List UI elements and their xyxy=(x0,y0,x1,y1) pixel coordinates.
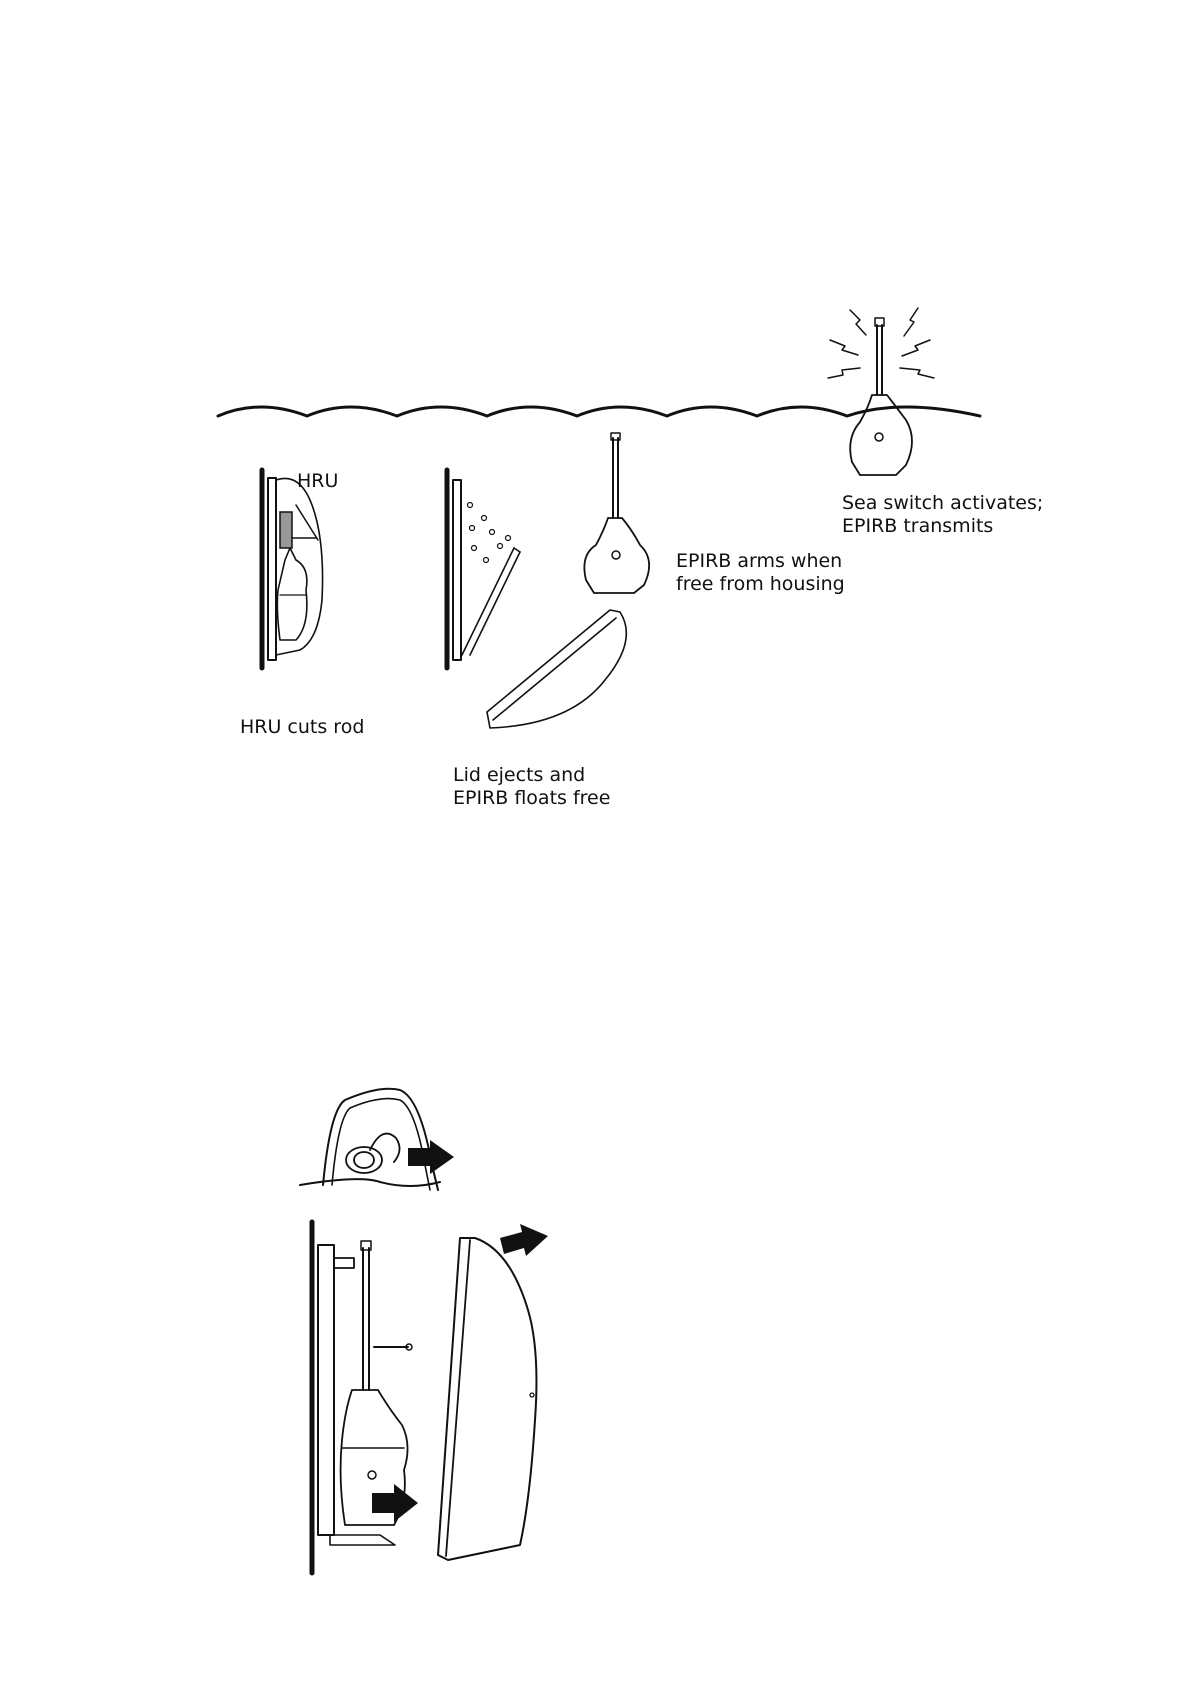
stage-mounted-housing xyxy=(262,470,323,668)
hru-pointer xyxy=(296,505,318,540)
lid-arrow-icon xyxy=(500,1224,548,1256)
side-epirb-body xyxy=(341,1390,408,1525)
caption-sea-switch-line1: Sea switch activates; xyxy=(842,492,1043,515)
stage-epirb-transmits xyxy=(828,308,934,475)
pull-arrow-icon xyxy=(408,1140,454,1174)
label-hru: HRU xyxy=(297,470,338,493)
housing-base-curve xyxy=(300,1179,440,1186)
caption-sea-switch: Sea switch activates; EPIRB transmits xyxy=(842,492,1043,538)
caption-lid-ejects-line1: Lid ejects and xyxy=(453,764,610,787)
caption-epirb-arms: EPIRB arms when free from housing xyxy=(676,550,845,596)
caption-lid-ejects: Lid ejects and EPIRB floats free xyxy=(453,764,610,810)
caption-epirb-arms-line1: EPIRB arms when xyxy=(676,550,845,573)
housing-top-outline xyxy=(323,1089,438,1190)
stage-lid-ejects xyxy=(447,470,626,728)
caption-lid-ejects-line2: EPIRB floats free xyxy=(453,787,610,810)
stowed-epirb xyxy=(277,548,307,640)
arming-epirb xyxy=(584,518,649,593)
housing-top-view xyxy=(300,1089,454,1190)
caption-hru-cuts-rod: HRU cuts rod xyxy=(240,716,364,739)
hru-unit xyxy=(280,512,292,548)
caption-epirb-arms-line2: free from housing xyxy=(676,573,845,596)
bubbles xyxy=(468,503,511,563)
release-pin-ring xyxy=(346,1147,382,1173)
mounting-bracket xyxy=(268,478,276,660)
caption-sea-switch-line2: EPIRB transmits xyxy=(842,515,1043,538)
opening-lid-arm xyxy=(462,548,514,655)
release-sequence-diagram xyxy=(0,0,1192,830)
stage-epirb-arms xyxy=(584,433,649,593)
push-arrow-icon xyxy=(372,1484,418,1522)
detached-lid xyxy=(438,1224,548,1560)
mounting-bracket-2 xyxy=(453,480,461,660)
housing-side-view xyxy=(312,1222,418,1573)
detached-lid-outline xyxy=(438,1238,536,1560)
